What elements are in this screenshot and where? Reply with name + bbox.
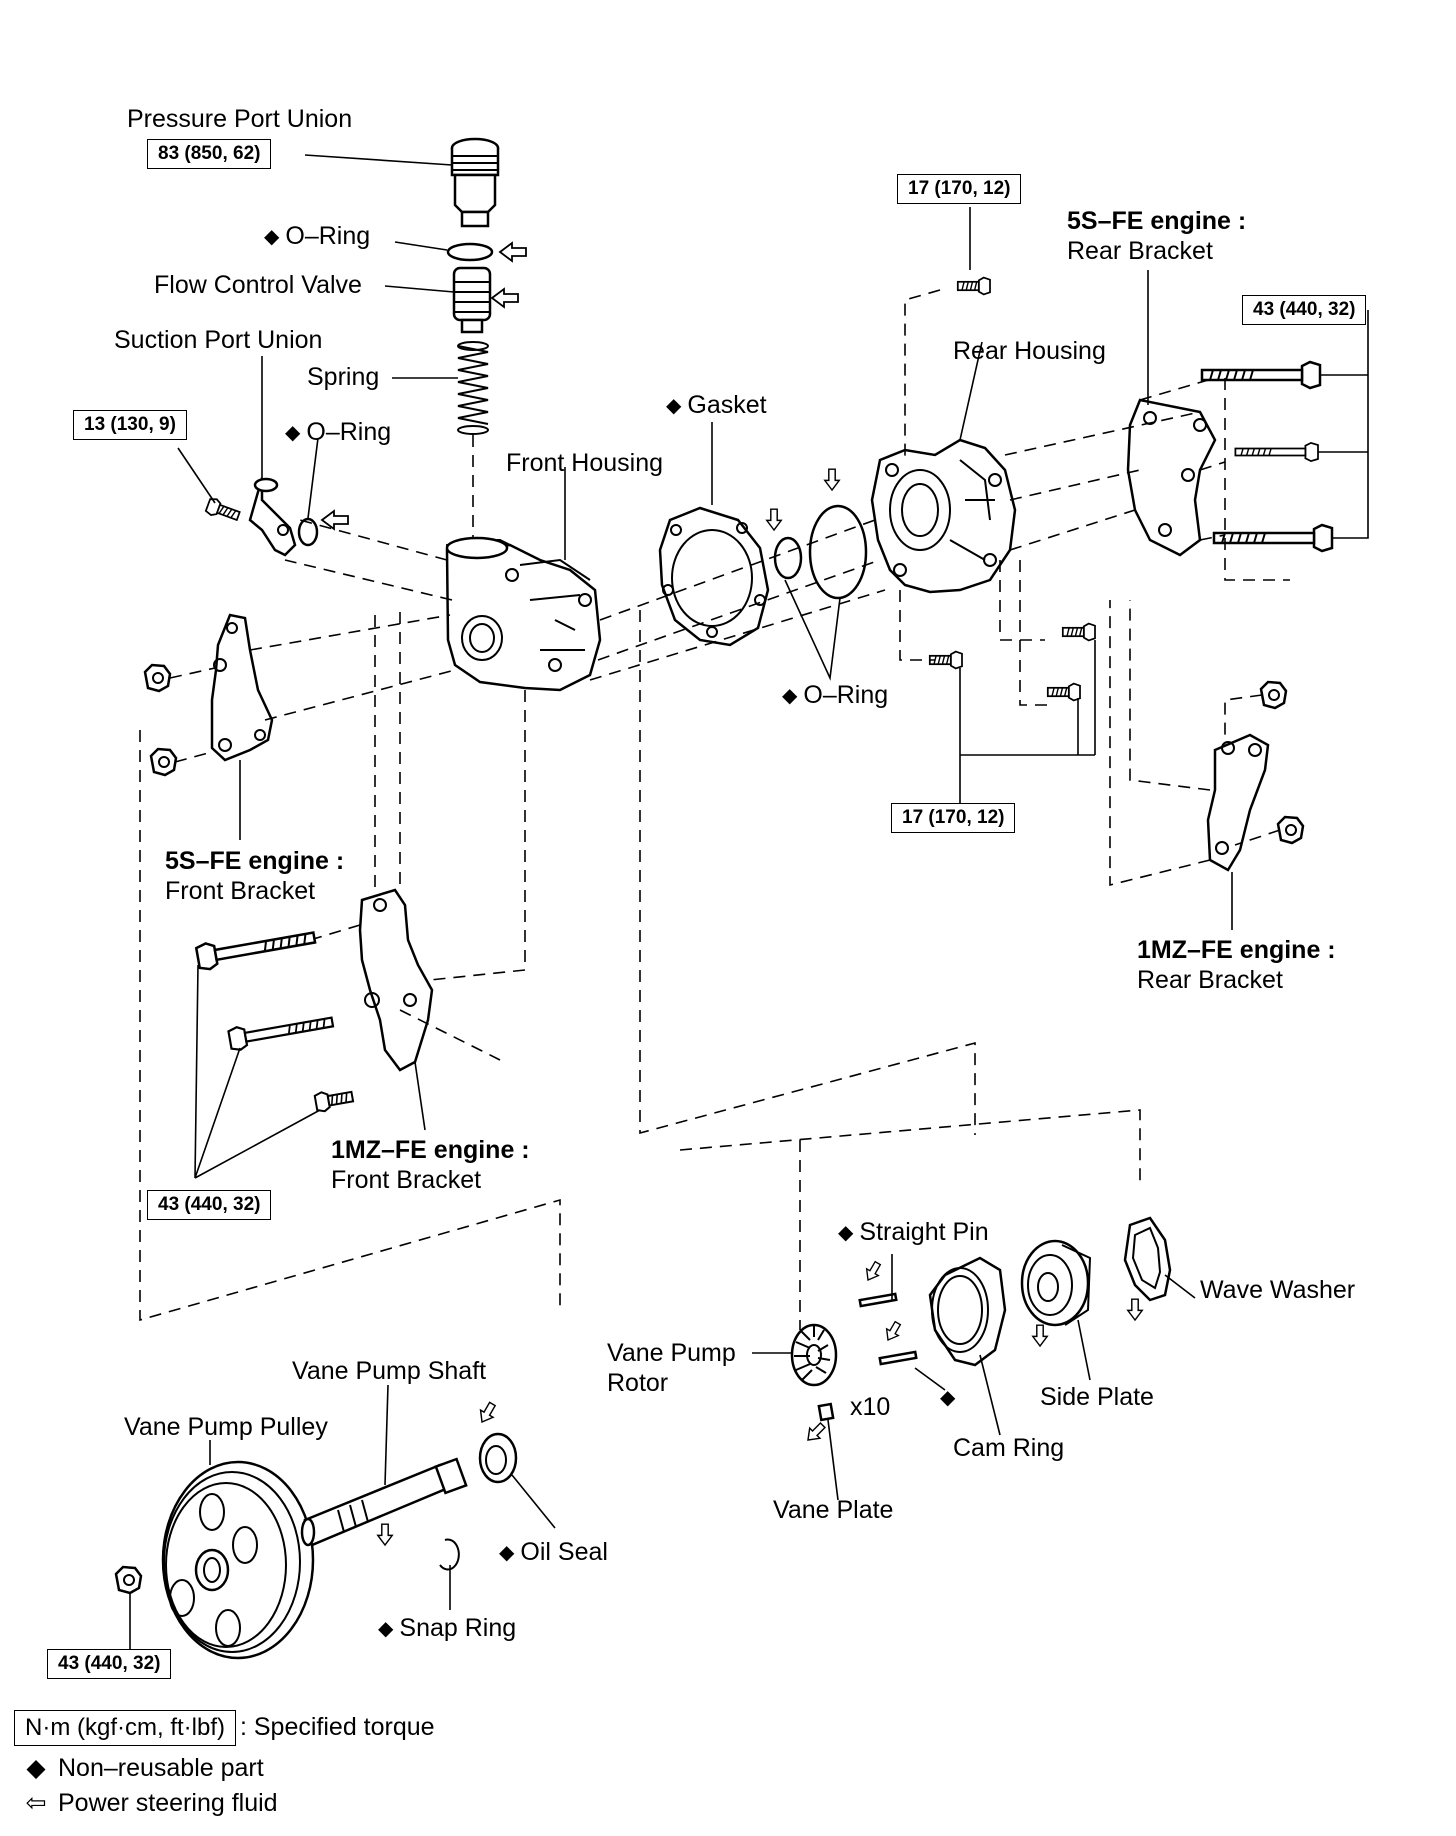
o-ring-top-part	[446, 242, 494, 262]
label-rear-bracket-5s: 5S–FE engine :Rear Bracket	[1067, 206, 1246, 266]
spring-part	[457, 341, 489, 435]
vane-pump-pulley-part	[161, 1460, 315, 1660]
oil-seal-text: Oil Seal	[520, 1538, 608, 1566]
label-cam-ring: Cam Ring	[953, 1434, 1065, 1462]
label-o-ring-top: ◆O–Ring	[264, 221, 370, 253]
o-ring-housing-text: O–Ring	[803, 681, 889, 709]
torque-rear-bracket-bolts: 43 (440, 32)	[1242, 295, 1367, 325]
rear-bracket-5s-engine-text: 5S–FE engine :	[1067, 207, 1247, 235]
rear-bracket-1mz-engine-text: 1MZ–FE engine :	[1137, 936, 1336, 964]
front-bracket-1mz-engine-text: 1MZ–FE engine :	[331, 1136, 530, 1164]
label-rear-housing: Rear Housing	[953, 337, 1106, 365]
torque-pressure-port-union: 83 (850, 62)	[147, 139, 272, 169]
label-front-bracket-5s: 5S–FE engine :Front Bracket	[165, 846, 344, 906]
rear-bracket-5s-part	[1126, 398, 1217, 557]
legend-torque-text: : Specified torque	[239, 1713, 435, 1741]
label-snap-ring: ◆Snap Ring	[378, 1613, 516, 1645]
label-suction-port-union: Suction Port Union	[114, 326, 323, 354]
o-ring-suction-part	[297, 517, 319, 547]
wave-washer-part	[1123, 1216, 1172, 1302]
torque-top-rear-bolt: 17 (170, 12)	[897, 174, 1022, 204]
vane-pump-rotor-text-2: Rotor	[607, 1369, 669, 1397]
cam-ring-part	[928, 1256, 1007, 1367]
side-plate-part	[1020, 1239, 1092, 1327]
vane-plate-part	[817, 1402, 835, 1422]
rear-bracket-1mz-part-text: Rear Bracket	[1137, 966, 1283, 994]
label-diamond-pin: ◆	[940, 1382, 961, 1414]
non-reusable-diamond-icon: ◆	[499, 1542, 515, 1564]
non-reusable-diamond-icon: ◆	[666, 395, 682, 417]
legend-non-reusable-text: Non–reusable part	[58, 1754, 264, 1782]
label-x10: x10	[850, 1393, 891, 1421]
torque-suction-bolt: 13 (130, 9)	[73, 410, 187, 440]
straight-pin-text: Straight Pin	[859, 1218, 989, 1246]
label-vane-pump-shaft: Vane Pump Shaft	[292, 1357, 487, 1385]
legend-fluid: ⇦ Power steering fluid	[14, 1787, 278, 1819]
front-housing-part	[445, 536, 602, 692]
label-o-ring-housing: ◆O–Ring	[782, 680, 888, 712]
label-wave-washer: Wave Washer	[1200, 1276, 1356, 1304]
front-bracket-5s-engine-text: 5S–FE engine :	[165, 847, 345, 875]
vane-pump-rotor-text-1: Vane Pump	[607, 1339, 736, 1367]
non-reusable-diamond-icon: ◆	[838, 1222, 854, 1244]
non-reusable-diamond-icon: ◆	[378, 1618, 394, 1640]
o-ring-suction-text: O–Ring	[306, 418, 392, 446]
label-o-ring-suction: ◆O–Ring	[285, 417, 391, 449]
label-pressure-port-union: Pressure Port Union	[127, 105, 353, 133]
label-flow-control-valve: Flow Control Valve	[154, 271, 362, 299]
rear-housing-part	[870, 438, 1017, 594]
label-spring: Spring	[307, 363, 380, 391]
gasket-part	[658, 506, 770, 647]
suction-port-union-part	[248, 477, 297, 557]
front-bracket-5s-part	[210, 613, 274, 762]
flow-control-valve-part	[452, 266, 492, 334]
label-oil-seal: ◆Oil Seal	[499, 1537, 608, 1569]
torque-front-bracket-bolts: 43 (440, 32)	[147, 1190, 272, 1220]
non-reusable-diamond-icon: ◆	[782, 685, 798, 707]
label-front-bracket-1mz: 1MZ–FE engine :Front Bracket	[331, 1135, 530, 1195]
gasket-text: Gasket	[687, 391, 767, 419]
torque-rear-housing-bolts: 17 (170, 12)	[891, 803, 1016, 833]
non-reusable-diamond-icon: ◆	[285, 422, 301, 444]
legend-torque: N·m (kgf·cm, ft·lbf): Specified torque	[14, 1710, 435, 1746]
rear-bracket-5s-part-text: Rear Bracket	[1067, 237, 1213, 265]
label-straight-pin: ◆Straight Pin	[838, 1217, 989, 1249]
label-side-plate: Side Plate	[1040, 1383, 1154, 1411]
label-gasket: ◆Gasket	[666, 390, 767, 422]
legend-non-reusable: ◆ Non–reusable part	[14, 1752, 264, 1784]
snap-ring-part	[439, 1538, 460, 1571]
front-bracket-1mz-part	[358, 888, 434, 1072]
vane-pump-shaft-part	[300, 1457, 468, 1547]
label-vane-plate: Vane Plate	[773, 1496, 894, 1524]
non-reusable-diamond-icon: ◆	[940, 1387, 956, 1409]
snap-ring-text: Snap Ring	[399, 1614, 517, 1642]
torque-pulley-nut: 43 (440, 32)	[47, 1649, 172, 1679]
legend-fluid-text: Power steering fluid	[58, 1789, 278, 1817]
vane-pump-rotor-part	[790, 1323, 838, 1387]
non-reusable-diamond-icon: ◆	[264, 226, 280, 248]
label-vane-pump-pulley: Vane Pump Pulley	[124, 1413, 328, 1441]
label-front-housing: Front Housing	[506, 449, 664, 477]
legend-torque-box: N·m (kgf·cm, ft·lbf)	[14, 1710, 236, 1746]
diamond-icon: ◆	[26, 1754, 46, 1782]
front-bracket-5s-part-text: Front Bracket	[165, 877, 316, 905]
fluid-arrow-icon: ⇦	[25, 1789, 47, 1817]
rear-bracket-1mz-part	[1206, 733, 1270, 872]
oil-seal-part	[478, 1432, 518, 1484]
front-bracket-1mz-part-text: Front Bracket	[331, 1166, 482, 1194]
pressure-port-union-part	[450, 137, 500, 228]
label-rear-bracket-1mz: 1MZ–FE engine :Rear Bracket	[1137, 935, 1336, 995]
o-ring-top-text: O–Ring	[285, 222, 371, 250]
